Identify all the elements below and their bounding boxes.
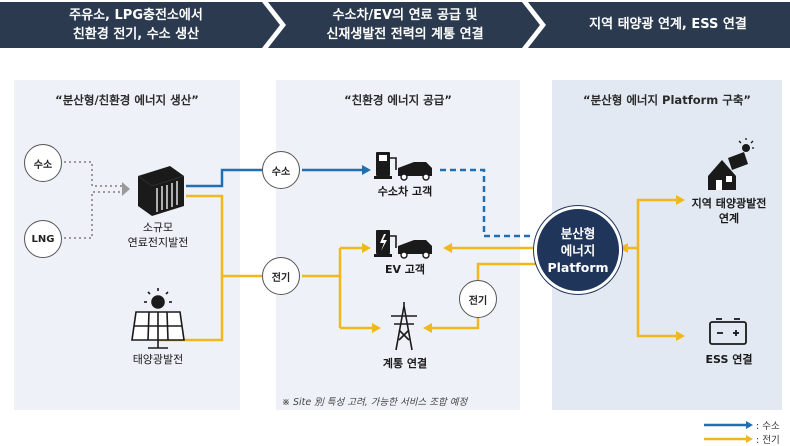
electricity-arrowheads	[362, 195, 685, 341]
platform-line-3: Platform	[547, 259, 609, 275]
electricity-carrier-node-2: 전기	[459, 280, 497, 318]
lng-source-node: LNG	[24, 220, 62, 258]
banner-step-2-line-2: 신재생발전 전력의 계통 연결	[326, 27, 484, 42]
source-arrows	[64, 161, 122, 239]
banner-step-1-line-2: 친환경 전기, 수소 생산	[72, 27, 200, 42]
fuel-cell-label-line-1: 소규모	[142, 221, 174, 234]
energy-platform-hub: 분산형 에너지 Platform	[534, 206, 622, 294]
legend-hydrogen-label: : 수소	[756, 421, 780, 432]
banner-step-3	[528, 2, 790, 48]
banner-step-3-text: 지역 태양광 연계, ESS 연결	[552, 15, 784, 34]
regional-solar-line-1: 지역 태양광발전	[691, 197, 767, 210]
fuel-cell-label: 소규모 연료전지발전	[110, 220, 206, 250]
regional-solar-label: 지역 태양광발전 연계	[674, 196, 784, 226]
solar-panel-icon	[131, 288, 185, 349]
grid-connection-label: 계통 연결	[382, 357, 428, 370]
legend-lines	[704, 421, 753, 443]
ev-station-icon	[374, 230, 432, 259]
supply-panel-title: “친환경 에너지 공급”	[344, 93, 452, 107]
banner-step-1-line-1: 주유소, LPG충전소에서	[69, 8, 203, 23]
regional-solar-line-2: 연계	[718, 212, 740, 225]
electricity-carrier-node: 전기	[262, 257, 300, 295]
legend-electricity-label: : 전기	[756, 435, 780, 446]
battery-icon	[709, 318, 747, 345]
fcev-station-icon	[374, 152, 432, 181]
electricity-flow	[158, 194, 676, 342]
transmission-tower-icon	[391, 302, 417, 351]
hydrogen-flow	[186, 168, 362, 188]
banner-step-2-line-1: 수소차/EV의 연료 공급 및	[332, 8, 478, 23]
hydrogen-carrier-node: 수소	[262, 151, 300, 189]
ess-connection-label: ESS 연결	[705, 353, 753, 366]
banner-step-3-line: 지역 태양광 연계, ESS 연결	[589, 17, 747, 32]
hydrogen-source-node: 수소	[24, 144, 62, 182]
hydrogen-dashed-link	[440, 168, 534, 238]
ev-customer-label: EV 고객	[384, 263, 426, 276]
fuel-cell-icon	[138, 166, 184, 216]
banner-step-2-text: 수소차/EV의 연료 공급 및 신재생발전 전력의 계통 연결	[290, 6, 520, 44]
banner-step-2	[268, 2, 540, 48]
banner-step-1	[0, 2, 280, 48]
panel-supply	[276, 80, 520, 410]
platform-line-2: 에너지	[560, 242, 596, 258]
platform-panel-title: “분산형 에너지 Platform 구축”	[583, 93, 751, 107]
service-note: ※ Site 別 특성 고려, 가능한 서비스 조합 예정	[282, 397, 468, 408]
fuel-cell-label-line-2: 연료전지발전	[127, 236, 189, 249]
banner-step-1-text: 주유소, LPG충전소에서 친환경 전기, 수소 생산	[16, 6, 256, 44]
production-panel-title: “분산형/친환경 에너지 생산”	[55, 93, 199, 107]
platform-line-1: 분산형	[560, 225, 596, 241]
solar-plant-label: 태양광발전	[132, 353, 184, 366]
fcev-customer-label: 수소차 고객	[377, 185, 433, 198]
house-solar-icon	[708, 138, 754, 190]
